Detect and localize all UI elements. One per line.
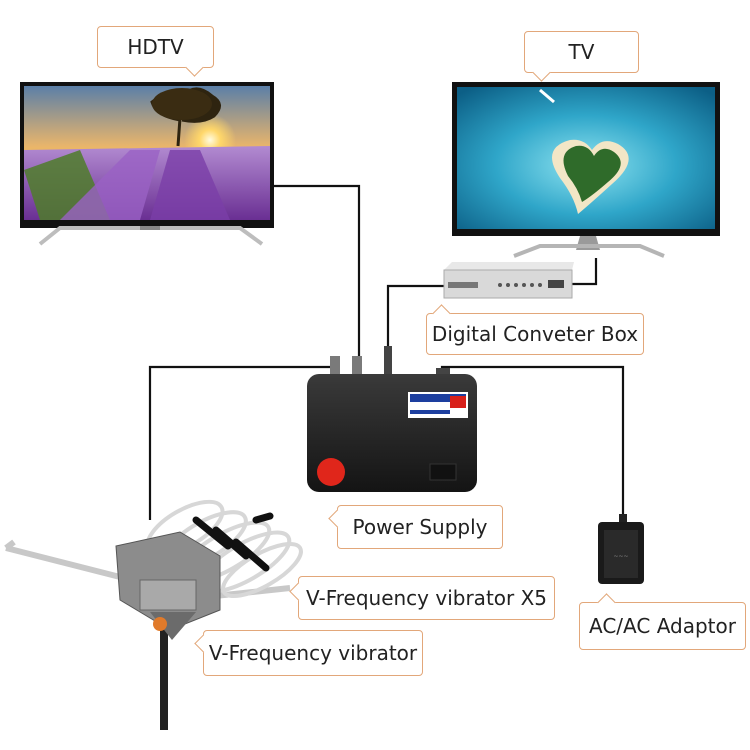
vibrator-x5-label-text: V-Frequency vibrator X5	[305, 586, 548, 610]
antenna	[4, 499, 303, 730]
hdtv-label: HDTV	[97, 26, 214, 77]
cable-tv	[572, 258, 598, 286]
tv-label: TV	[524, 31, 639, 82]
power-supply-unit	[307, 346, 477, 492]
converter-box-label-text: Digital Conveter Box	[431, 322, 639, 346]
cable-antenna	[148, 365, 336, 520]
vibrator-label-text: V-Frequency vibrator	[208, 641, 418, 665]
ac-adaptor-label-text: AC/AC Adaptor	[589, 614, 736, 638]
hdtv-label-text: HDTV	[127, 35, 184, 59]
hdtv-television	[20, 82, 274, 246]
ac-adaptor: ~~~	[598, 514, 644, 584]
ac-adaptor-label: AC/AC Adaptor	[579, 593, 746, 650]
svg-text:~~~: ~~~	[613, 553, 628, 560]
tv-television	[452, 82, 720, 258]
power-supply-label: Power Supply	[328, 505, 503, 549]
power-button-icon	[317, 458, 345, 486]
tv-label-text: TV	[568, 40, 595, 64]
vibrator-x5-label: V-Frequency vibrator X5	[289, 576, 555, 620]
cable-converter	[386, 284, 446, 372]
cable-hdtv	[272, 184, 361, 372]
power-supply-label-text: Power Supply	[352, 515, 488, 539]
converter-box-label: Digital Conveter Box	[426, 304, 644, 355]
digital-converter-box	[443, 262, 574, 299]
vibrator-label: V-Frequency vibrator	[194, 630, 423, 676]
